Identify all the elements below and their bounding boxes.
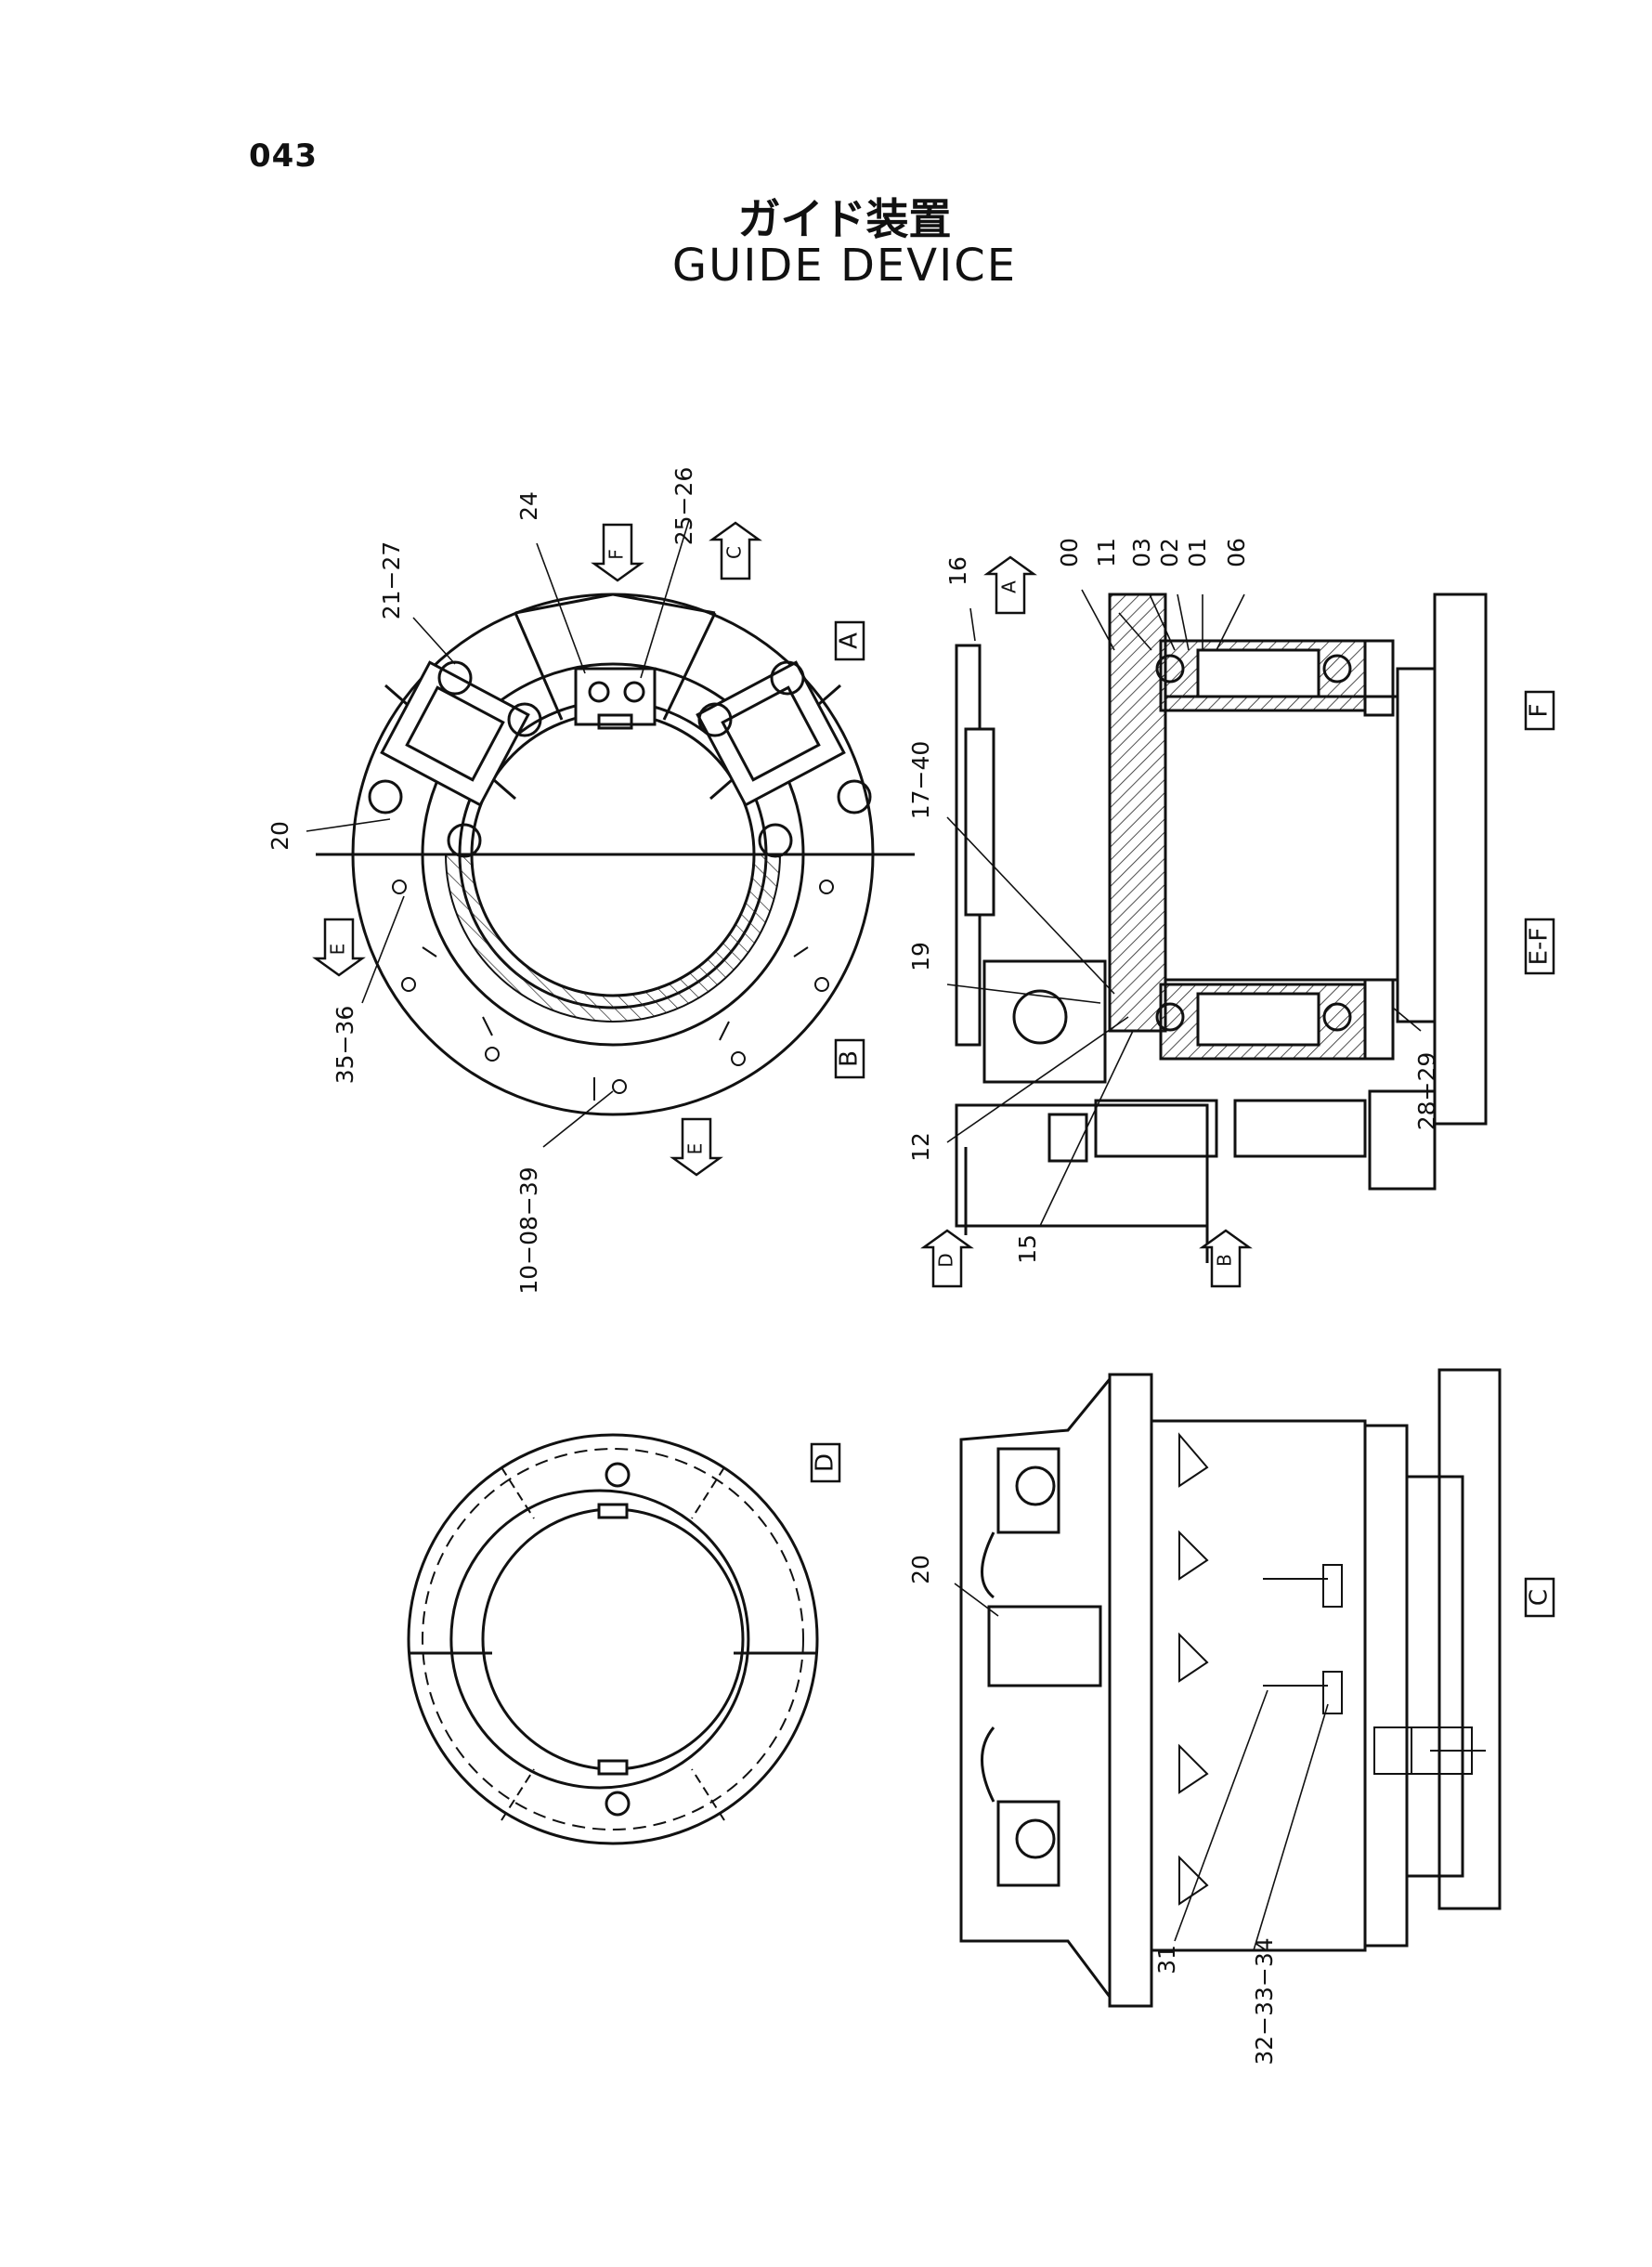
part-label-19: 19 [907,942,934,971]
guide-pad-left [368,660,542,858]
part-label-02: 02 [1156,538,1183,567]
elevation-view-c [959,1368,1502,2008]
svg-text:D: D [935,1253,957,1267]
part-label-24: 24 [515,491,542,521]
part-label-01: 01 [1184,538,1211,567]
view-box-e-f: E-F [1524,918,1555,975]
part-label-21-27: 21−27 [378,541,405,620]
guide-pad-right [696,660,872,858]
arrow-markers: A B C D E E F [312,521,1253,1288]
arrow-marker-d: D [920,1229,974,1288]
part-label-25-26: 25−26 [670,467,697,546]
svg-text:E-F: E-F [1526,928,1554,966]
svg-text:B: B [836,1050,864,1067]
part-label-17-40: 17−40 [907,741,934,820]
arrow-marker-f: F [591,523,644,582]
part-label-03: 03 [1128,538,1155,567]
side-section-view [955,593,1488,1263]
part-label-32-34: 32−33−34 [1251,1937,1278,2065]
part-label-31: 31 [1153,1945,1180,1974]
svg-text:E: E [684,1143,707,1155]
page-title-japanese: ガイド装置 [737,194,952,244]
svg-text:C: C [1526,1589,1554,1606]
part-label-28-29: 28−29 [1413,1052,1440,1131]
page-number: 043 [249,137,318,175]
arrow-marker-c: C [709,521,762,580]
part-label-00: 00 [1056,538,1083,567]
view-marker-boxes: A B C D F E-F [810,620,1555,1618]
part-number-labels: 21−27 24 25−26 20 35−36 10−08−39 16 00 1… [267,467,1440,2065]
arrow-marker-e-lower: E [670,1117,723,1177]
arrow-marker-e-upper: E [312,918,366,977]
svg-text:B: B [1214,1254,1236,1267]
ring-view-d [407,1433,819,1845]
part-label-16: 16 [944,556,971,586]
svg-text:E: E [327,944,349,956]
part-label-11: 11 [1093,538,1120,567]
leader-lines [306,519,1422,1951]
view-box-d: D [810,1442,841,1483]
part-label-15: 15 [1014,1234,1041,1264]
view-box-c: C [1524,1577,1555,1618]
svg-text:C: C [723,546,746,559]
part-label-06: 06 [1223,538,1250,567]
part-label-35-36: 35−36 [332,1006,358,1085]
circular-section-view [316,593,915,1116]
view-box-b: B [834,1038,865,1079]
key-block [574,667,657,730]
part-label-10-08-39: 10−08−39 [515,1166,542,1294]
arrow-marker-b: B [1199,1229,1253,1288]
page-title-english: GUIDE DEVICE [671,240,1018,292]
arrow-marker-a: A [983,555,1037,615]
part-label-20-top: 20 [267,821,293,851]
svg-text:F: F [605,549,628,560]
svg-text:A: A [998,580,1021,593]
svg-text:F: F [1526,704,1554,718]
part-label-20-bottom: 20 [907,1555,934,1584]
view-box-a: A [834,620,865,661]
svg-text:D: D [812,1453,839,1472]
view-box-f: F [1524,690,1555,731]
part-label-12: 12 [907,1132,934,1162]
svg-text:A: A [836,632,864,649]
